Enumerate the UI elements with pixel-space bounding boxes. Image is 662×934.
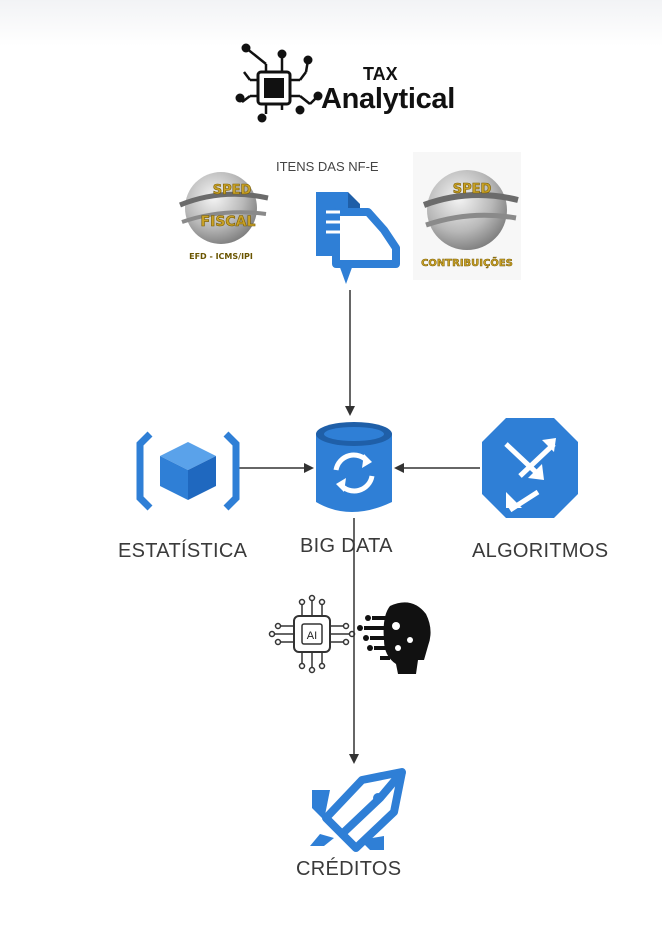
estatistica-label: ESTATÍSTICA xyxy=(118,540,248,562)
sped-fiscal-subtitle: FISCAL xyxy=(201,214,256,230)
algorithm-icon xyxy=(482,418,578,518)
top-fade xyxy=(0,0,662,46)
sped-fiscal-logo: SPED FISCAL EFD - ICMS/IPI xyxy=(179,172,269,261)
rocket-icon xyxy=(310,768,406,852)
database-icon xyxy=(316,422,392,512)
document-source-icon xyxy=(316,192,400,284)
sped-fiscal-title: SPED xyxy=(213,183,252,198)
sped-contribuicoes-caption: CONTRIBUIÇÕES xyxy=(421,256,513,269)
logo-chip-icon xyxy=(235,43,323,123)
algoritmos-label: ALGORITMOS xyxy=(472,540,609,562)
sped-contribuicoes-title: SPED xyxy=(453,182,492,197)
ai-chip-icon: AI xyxy=(268,594,356,674)
robot-head-icon xyxy=(357,602,431,674)
big-data-label: BIG DATA xyxy=(300,535,393,557)
logo-tax-text: TAX xyxy=(363,64,398,84)
creditos-label: CRÉDITOS xyxy=(296,858,402,880)
logo-analytical-text: Analytical xyxy=(321,83,455,115)
sped-contribuicoes-logo: SPED CONTRIBUIÇÕES xyxy=(413,152,521,280)
sped-fiscal-caption: EFD - ICMS/IPI xyxy=(189,252,253,261)
cube-icon xyxy=(136,431,240,511)
ai-chip-label: AI xyxy=(307,630,317,642)
source-label: ITENS DAS NF-E xyxy=(276,159,379,174)
